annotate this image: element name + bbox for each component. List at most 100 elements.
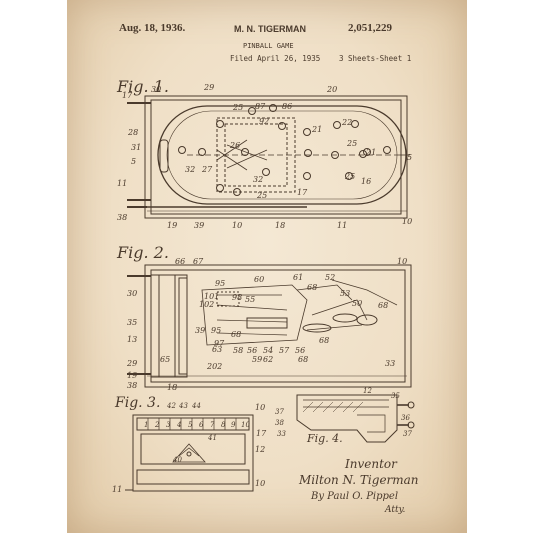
filed-date: Filed April 26, 1935: [230, 54, 321, 63]
svg-text:19: 19: [127, 371, 137, 380]
svg-text:56: 56: [295, 346, 305, 355]
svg-text:38: 38: [117, 213, 127, 222]
svg-text:13: 13: [127, 335, 137, 344]
svg-text:25: 25: [344, 172, 355, 181]
fig1-drawing: [127, 95, 410, 219]
svg-text:30: 30: [151, 85, 161, 94]
svg-text:67: 67: [193, 257, 204, 266]
fig3-label: Fig. 3.: [114, 395, 160, 411]
patent-date: Aug. 18, 1936.: [119, 22, 186, 34]
svg-text:35: 35: [127, 318, 137, 327]
svg-text:60: 60: [254, 275, 264, 284]
svg-text:3: 3: [166, 421, 171, 429]
svg-text:95: 95: [211, 326, 221, 335]
svg-text:17: 17: [256, 429, 267, 438]
svg-text:19: 19: [167, 221, 177, 230]
svg-text:65: 65: [160, 355, 170, 364]
svg-text:40: 40: [172, 456, 182, 464]
svg-text:21: 21: [365, 148, 376, 157]
attorney-signature: By Paul O. Pippel: [310, 491, 398, 502]
svg-text:41: 41: [207, 434, 217, 442]
svg-text:10: 10: [232, 221, 242, 230]
svg-text:28: 28: [127, 128, 138, 137]
svg-text:17: 17: [297, 188, 308, 197]
patent-drawing: Fig. 1.: [112, 77, 419, 515]
svg-text:12: 12: [255, 445, 265, 454]
svg-text:8: 8: [221, 421, 226, 429]
svg-text:52: 52: [325, 273, 335, 282]
svg-text:10: 10: [255, 403, 265, 412]
svg-text:61: 61: [293, 273, 303, 282]
svg-text:10: 10: [241, 421, 250, 429]
fig1-label: Fig. 1.: [116, 77, 169, 96]
svg-text:92: 92: [259, 117, 269, 126]
svg-text:7: 7: [210, 421, 215, 429]
patent-title: PINBALL GAME: [243, 42, 294, 50]
svg-text:102: 102: [199, 300, 214, 309]
svg-text:37: 37: [275, 408, 284, 416]
svg-text:12: 12: [363, 387, 372, 395]
fig2-drawing: [127, 264, 412, 388]
patent-sheet: Aug. 18, 1936. M. N. TIGERMAN 2,051,229 …: [67, 0, 467, 533]
fig3-drawing: [125, 414, 254, 492]
svg-text:44: 44: [191, 402, 201, 410]
patent-number: 2,051,229: [348, 22, 392, 34]
svg-text:5: 5: [131, 157, 136, 166]
fig4-reference-numerals: 37 38 33 12 35 36 37: [275, 387, 412, 438]
svg-text:31: 31: [131, 143, 141, 152]
svg-text:4: 4: [176, 421, 181, 429]
svg-text:11: 11: [337, 221, 347, 230]
svg-text:1: 1: [144, 421, 148, 429]
svg-text:27: 27: [201, 165, 213, 174]
svg-text:202: 202: [206, 362, 222, 371]
svg-text:6: 6: [199, 421, 204, 429]
svg-text:53: 53: [340, 289, 350, 298]
svg-text:43: 43: [178, 402, 188, 410]
svg-text:101: 101: [204, 292, 219, 301]
svg-text:29: 29: [126, 359, 137, 368]
svg-text:18: 18: [275, 221, 285, 230]
svg-text:21: 21: [311, 125, 322, 134]
svg-text:42: 42: [166, 402, 176, 410]
svg-text:25: 25: [232, 103, 243, 112]
svg-text:39: 39: [195, 326, 205, 335]
svg-text:32: 32: [185, 165, 195, 174]
svg-text:68: 68: [298, 355, 308, 364]
svg-text:20: 20: [326, 85, 337, 94]
fig4-label: Fig. 4.: [306, 432, 343, 445]
svg-text:5: 5: [407, 153, 412, 162]
attorney-abbrev: Atty.: [384, 505, 405, 515]
svg-text:35: 35: [391, 392, 400, 400]
svg-text:38: 38: [127, 381, 137, 390]
svg-text:95: 95: [215, 279, 225, 288]
svg-text:17: 17: [122, 91, 133, 100]
svg-text:50: 50: [352, 299, 362, 308]
svg-text:32: 32: [253, 175, 263, 184]
svg-text:33: 33: [385, 359, 395, 368]
svg-text:68: 68: [307, 283, 317, 292]
svg-text:55: 55: [245, 295, 255, 304]
svg-text:10: 10: [402, 217, 412, 226]
svg-text:37: 37: [403, 430, 412, 438]
svg-text:36: 36: [401, 414, 410, 422]
svg-text:62: 62: [263, 355, 273, 364]
fig2-label: Fig. 2.: [116, 243, 169, 262]
svg-text:66: 66: [175, 257, 185, 266]
svg-text:86: 86: [282, 102, 292, 111]
fig4-drawing: [296, 394, 415, 443]
svg-text:5: 5: [188, 421, 193, 429]
svg-text:25: 25: [346, 139, 357, 148]
svg-text:98: 98: [232, 293, 242, 302]
svg-text:9: 9: [231, 421, 236, 429]
svg-text:56: 56: [247, 346, 257, 355]
svg-text:11: 11: [117, 179, 127, 188]
svg-text:33: 33: [277, 430, 286, 438]
inventor-name-header: M. N. TIGERMAN: [234, 24, 306, 34]
svg-text:38: 38: [275, 419, 284, 427]
svg-text:25: 25: [256, 191, 267, 200]
svg-text:58: 58: [233, 346, 243, 355]
svg-text:10: 10: [397, 257, 407, 266]
